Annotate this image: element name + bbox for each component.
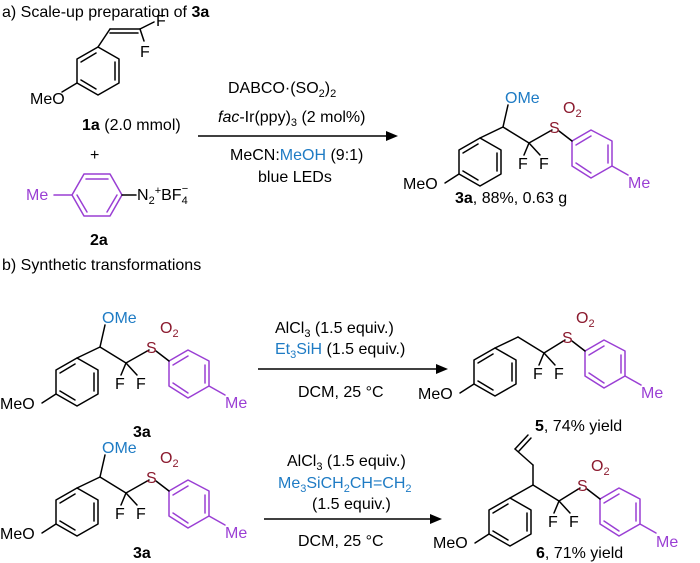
- sm2-label: 3a: [133, 545, 151, 562]
- atom-s: S: [146, 470, 157, 487]
- section-b-title: b) Synthetic transformations: [2, 257, 201, 274]
- atom-f: F: [539, 156, 549, 173]
- diazonium-salt: N2+BF4−: [137, 183, 188, 207]
- atom-f: F: [533, 366, 543, 383]
- plus-sign: +: [90, 147, 99, 164]
- rxn1-conditions: DCM, 25 °C: [298, 384, 384, 401]
- atom-ome: OMe: [102, 310, 137, 327]
- atom-meo: MeO: [418, 386, 453, 403]
- reagent-solvent: MeCN:MeOH (9:1): [230, 147, 363, 164]
- atom-f: F: [569, 514, 579, 531]
- rxn2-reagent-equiv: (1.5 equiv.): [312, 496, 391, 513]
- sulfonyl-oxygens: O2: [591, 458, 610, 478]
- sulfonyl-oxygens: O2: [576, 310, 595, 330]
- sulfonyl-oxygens: O2: [160, 320, 179, 340]
- atom-me: Me: [641, 385, 663, 402]
- product-6-label: 6, 71% yield: [536, 545, 623, 562]
- rxn1-reagent-alcl3: AlCl3 (1.5 equiv.): [275, 320, 394, 340]
- compound-2a-label: 2a: [90, 232, 108, 249]
- atom-ome: OMe: [505, 90, 540, 107]
- compound-3a-sm1-structure: OMe S O2 F F MeO Me: [0, 310, 247, 413]
- condition-blue-leds: blue LEDs: [258, 169, 332, 186]
- compound-1a-label: 1a (2.0 mmol): [82, 117, 181, 134]
- atom-s: S: [577, 478, 588, 495]
- rxn2-reagent-allylsilane: Me3SiCH2CH=CH2: [278, 475, 412, 495]
- product-3a-label: 3a, 88%, 0.63 g: [455, 190, 567, 207]
- reagent-photocatalyst: fac-Ir(ppy)3 (2 mol%): [218, 109, 365, 129]
- atom-me: Me: [225, 395, 247, 412]
- compound-2a-structure: Me N2+BF4−: [26, 173, 188, 217]
- reagent-dabco-so2: DABCO·(SO2)2: [228, 80, 336, 100]
- atom-meo: MeO: [403, 176, 438, 193]
- atom-meo: MeO: [30, 91, 65, 108]
- compound-1a-structure: F F MeO: [30, 13, 166, 108]
- atom-f: F: [115, 376, 125, 393]
- compound-3a-sm2-structure: OMe S O2 F F MeO Me: [0, 440, 247, 543]
- atom-f: F: [115, 506, 125, 523]
- atom-f: F: [140, 44, 150, 61]
- atom-f: F: [156, 13, 166, 30]
- atom-me: Me: [225, 525, 247, 542]
- atom-me: Me: [628, 175, 650, 192]
- compound-5-structure: S O2 F F MeO Me: [418, 310, 663, 403]
- atom-f: F: [136, 376, 146, 393]
- compound-6-structure: S O2 F F MeO Me: [433, 434, 678, 552]
- compound-3a-structure: OMe S O2 F F MeO Me: [403, 90, 650, 193]
- rxn2-conditions: DCM, 25 °C: [298, 533, 384, 550]
- atom-f: F: [548, 514, 558, 531]
- atom-s: S: [549, 120, 560, 137]
- rxn1-reagent-silane: Et3SiH (1.5 equiv.): [275, 341, 405, 361]
- atom-meo: MeO: [0, 396, 35, 413]
- atom-meo: MeO: [433, 535, 468, 552]
- atom-f: F: [136, 506, 146, 523]
- product-5-label: 5, 74% yield: [535, 418, 622, 435]
- sm1-label: 3a: [133, 424, 151, 441]
- atom-me: Me: [26, 187, 48, 204]
- section-a-title: a) Scale-up preparation of 3a: [2, 4, 209, 21]
- rxn2-reagent-alcl3: AlCl3 (1.5 equiv.): [287, 453, 406, 473]
- atom-s: S: [562, 330, 573, 347]
- atom-ome: OMe: [102, 440, 137, 457]
- sulfonyl-oxygens: O2: [160, 450, 179, 470]
- atom-f: F: [518, 156, 528, 173]
- atom-s: S: [146, 340, 157, 357]
- atom-meo: MeO: [0, 526, 35, 543]
- sulfonyl-oxygens: O2: [563, 100, 582, 120]
- atom-me: Me: [656, 534, 678, 551]
- atom-f: F: [554, 366, 564, 383]
